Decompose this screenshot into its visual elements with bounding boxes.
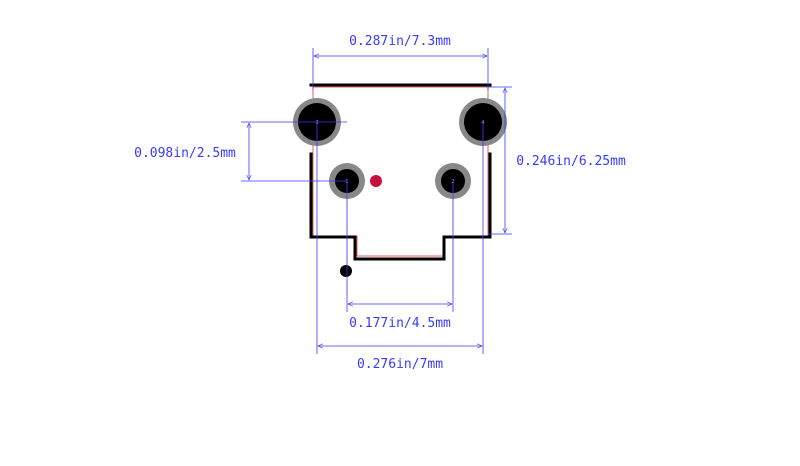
origin-marker (370, 175, 382, 187)
outline-bottom-notch (309, 235, 492, 261)
dimension-overall-height-label: 0.246in/6.25mm (516, 154, 626, 169)
dimension-overall-width-label: 0.276in/7mm (357, 357, 443, 372)
dimension-overall-width (316, 122, 484, 354)
dimension-pad-pitch-horizontal (346, 181, 454, 312)
dimension-top-width (312, 48, 489, 90)
dimension-pad-pitch-vertical (241, 121, 347, 182)
dimension-pad-pitch-vertical-label: 0.098in/2.5mm (134, 146, 236, 161)
dimension-top-width-label: 0.287in/7.3mm (349, 34, 451, 49)
pin1-marker (340, 265, 352, 277)
silkscreen-outline (309, 83, 492, 261)
dimension-overall-height (488, 86, 512, 235)
dimension-pad-pitch-horizontal-label: 0.177in/4.5mm (349, 316, 451, 331)
